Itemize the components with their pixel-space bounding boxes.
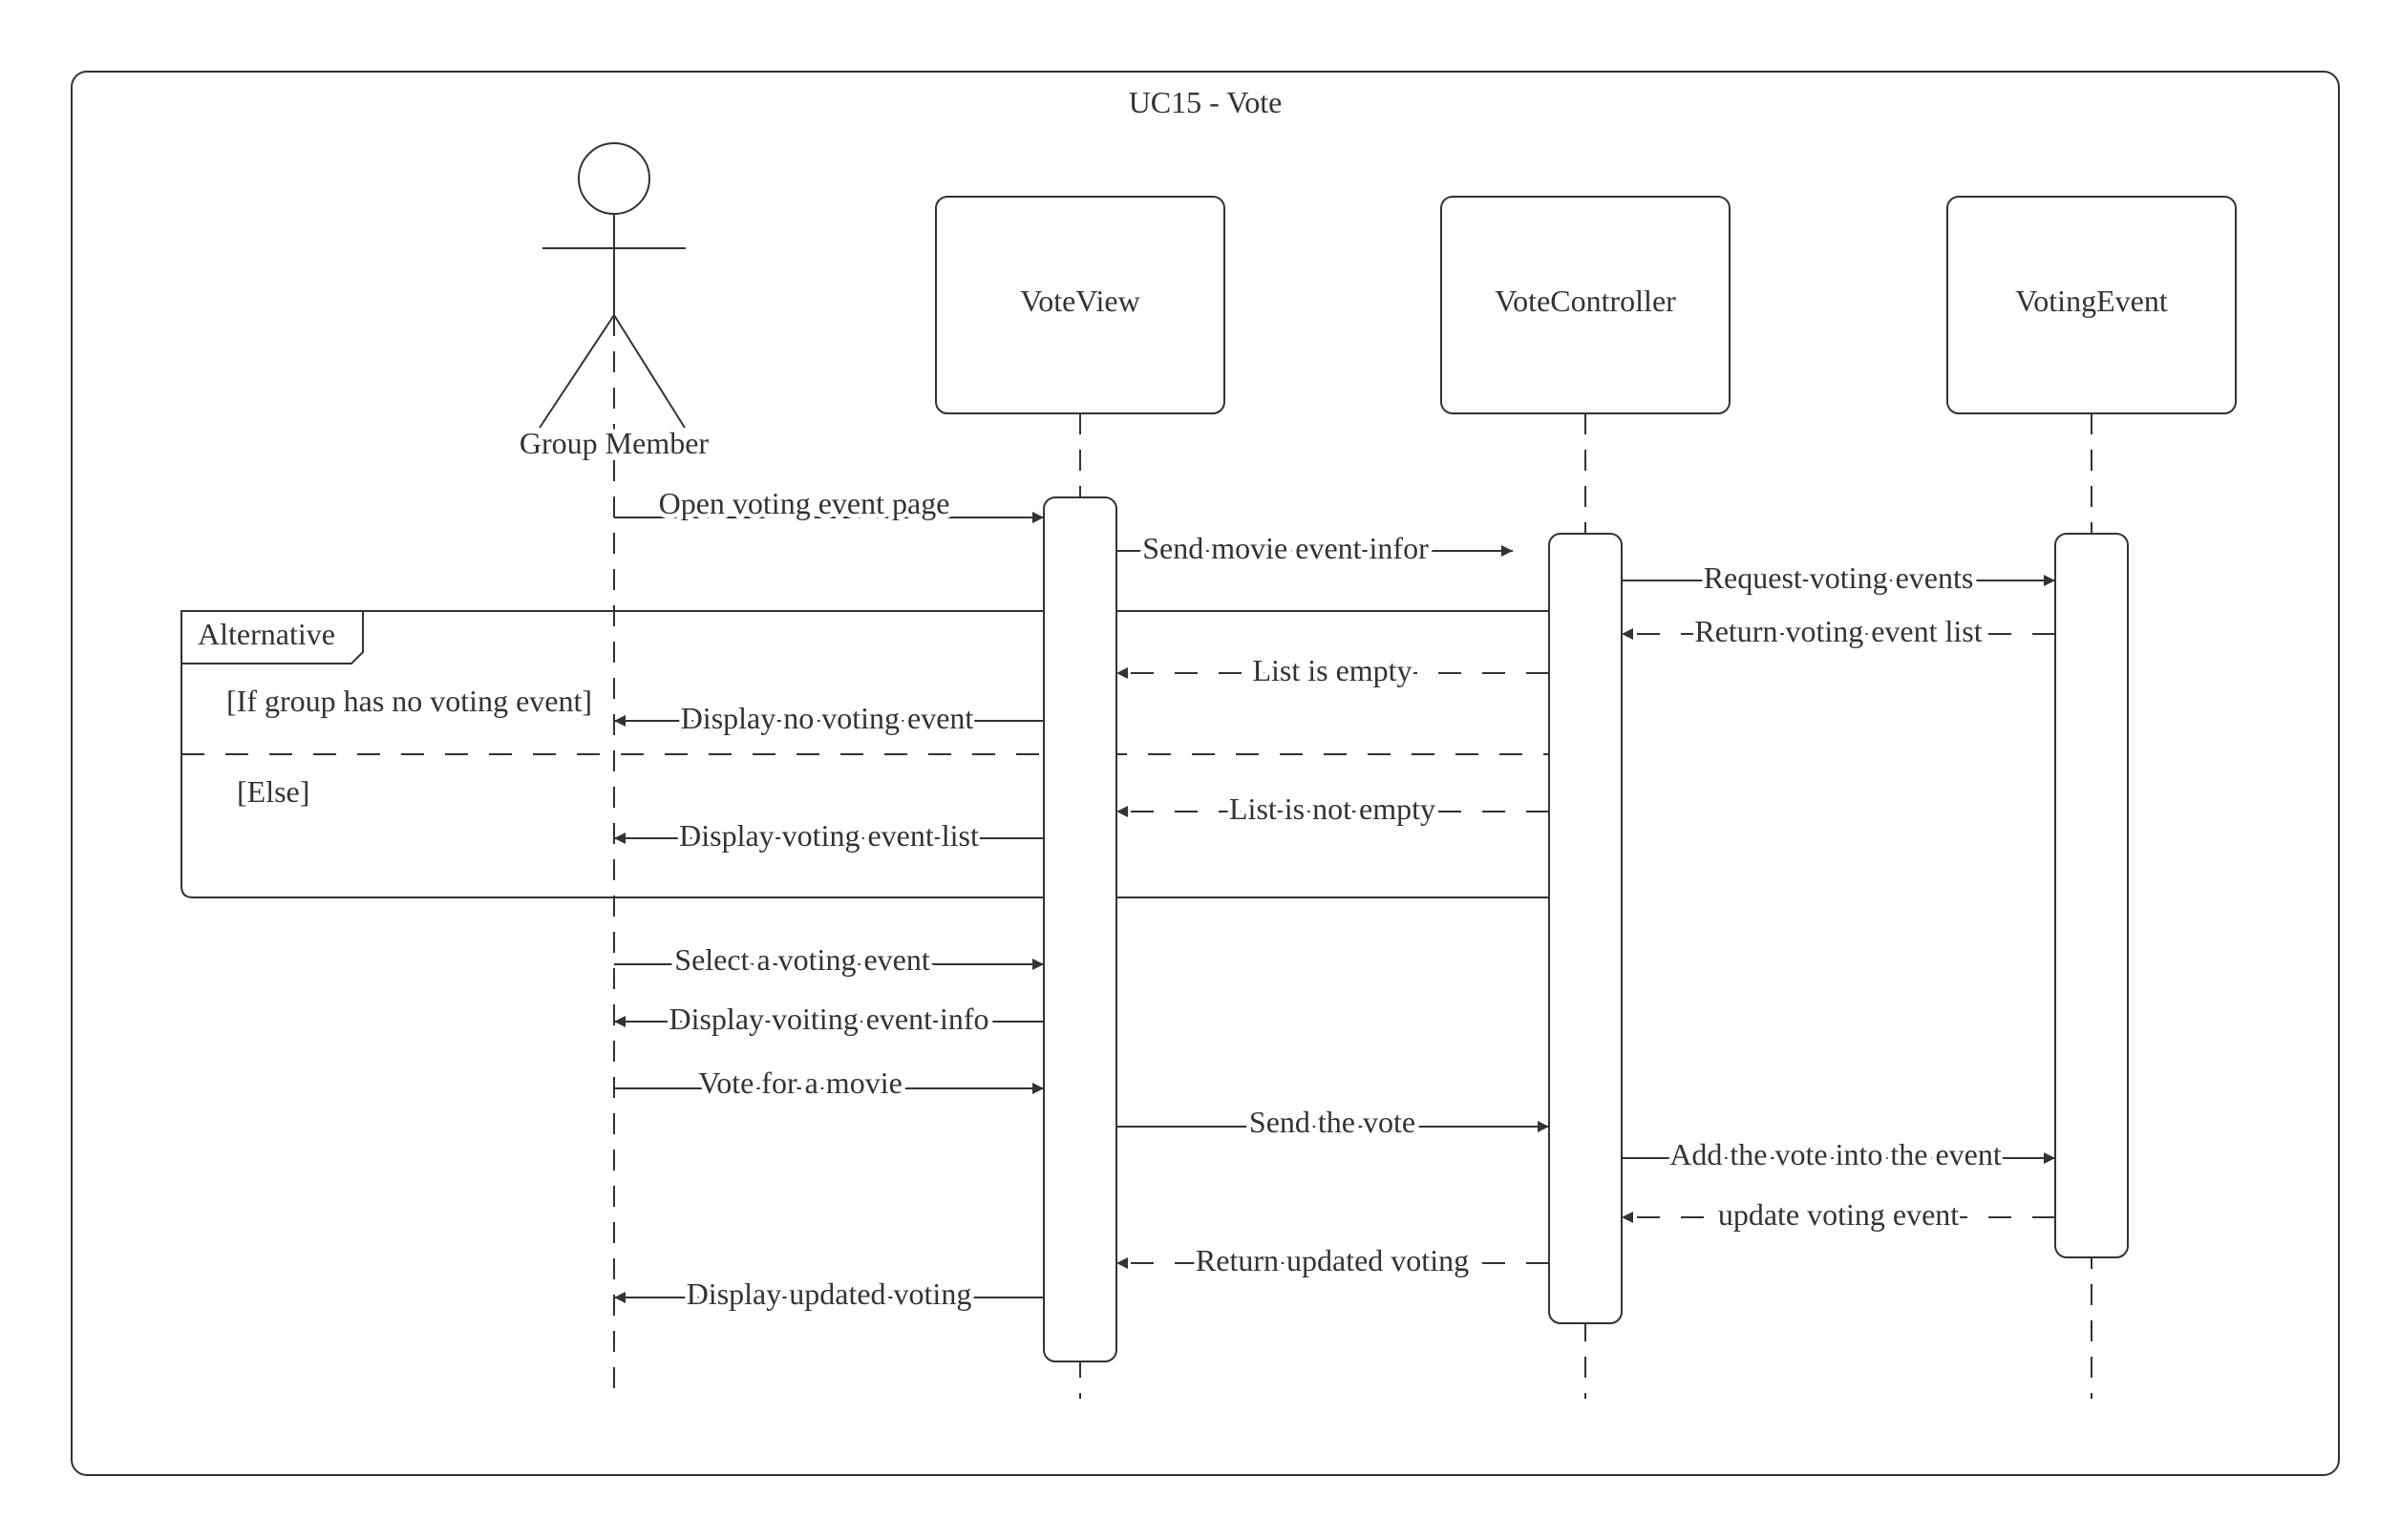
msg-label: Open voting event page (659, 486, 950, 520)
msg-label: List is not empty (1229, 791, 1435, 826)
msg-label: Send movie event infor (1142, 531, 1429, 565)
msg-label: Display updated voting (687, 1276, 972, 1311)
participant-votecontroller-box (1440, 196, 1731, 414)
msg-update-voting-event: update voting event (1622, 1192, 2055, 1236)
participant-votingevent-box (1946, 196, 2237, 414)
actor-icon (539, 142, 686, 429)
alt-guard-no-event: [If group has no voting event] (226, 684, 592, 718)
alt-operator-tab (181, 611, 364, 665)
activation-voteview (1043, 496, 1117, 1362)
msg-return-voting-event-list: Return voting event list (1622, 609, 2055, 653)
participant-voteview-label: VoteView (1020, 284, 1139, 318)
alt-fragment (181, 610, 1549, 898)
msg-label: Display voiting event info (669, 1002, 988, 1036)
msg-label: Send the vote (1249, 1105, 1415, 1139)
participant-voteview-box (935, 196, 1225, 414)
msg-label: update voting event (1718, 1197, 1959, 1232)
msg-send-movie-event-infor: Send movie event infor (1116, 526, 1513, 570)
msg-display-no-voting-event: Display no voting event (614, 696, 1044, 740)
msg-label: Return updated voting (1196, 1243, 1469, 1277)
msg-label: Request voting events (1704, 560, 1974, 595)
msg-request-voting-events: Request voting events (1622, 556, 2055, 600)
msg-list-is-empty: List is empty (1116, 648, 1549, 692)
msg-label: Add the vote into the event (1669, 1137, 2002, 1171)
diagram-title: UC15 - Vote (1129, 85, 1283, 119)
msg-display-updated-voting: Display updated voting (614, 1272, 1044, 1316)
msg-display-voiting-event-info: Display voiting event info (614, 997, 1044, 1041)
msg-send-the-vote: Send the vote (1116, 1100, 1549, 1144)
msg-open-voting-event-page: Open voting event page (614, 481, 1044, 525)
diagram-frame (71, 71, 2340, 1476)
alt-operator-label: Alternative (198, 617, 335, 651)
msg-label: Select a voting event (674, 942, 930, 977)
msg-label: Vote for a movie (698, 1065, 903, 1100)
msg-list-is-not-empty: List is not empty (1116, 787, 1549, 831)
msg-select-a-voting-event: Select a voting event (614, 938, 1044, 981)
activation-votecontroller (1548, 533, 1623, 1324)
msg-label: Display no voting event (681, 701, 974, 735)
participant-votecontroller-label: VoteController (1495, 284, 1676, 318)
msg-label: Return voting event list (1694, 614, 1982, 648)
msg-return-updated-voting: Return updated voting (1116, 1238, 1549, 1282)
participant-group-member-label: Group Member (520, 426, 710, 460)
activation-votingevent (2054, 533, 2129, 1258)
alt-guard-else: [Else] (237, 774, 309, 809)
msg-label: List is empty (1252, 653, 1412, 687)
participant-votingevent-label: VotingEvent (2015, 284, 2168, 318)
msg-add-the-vote-into-the-event: Add the vote into the event (1622, 1132, 2055, 1176)
msg-display-voting-event-list: Display voting event list (614, 813, 1044, 857)
msg-label: Display voting event list (679, 818, 979, 853)
msg-vote-for-a-movie: Vote for a movie (614, 1061, 1044, 1105)
